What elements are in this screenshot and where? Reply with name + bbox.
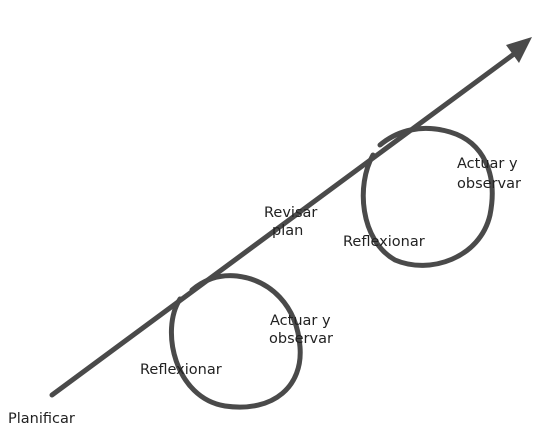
label-revise-line2: plan	[272, 223, 303, 239]
cycle-1-loop	[168, 273, 303, 410]
label-cycle1-reflect: Reflexionar	[140, 362, 222, 378]
label-cycle2-act-line2: observar	[457, 176, 521, 192]
label-cycle1-act-line1: Actuar y	[270, 313, 331, 329]
label-revise-line1: Revisar	[264, 205, 317, 221]
progress-arrow-line	[49, 51, 517, 398]
label-cycle2-act-line1: Actuar y	[457, 156, 518, 172]
label-cycle2-reflect: Reflexionar	[343, 234, 425, 250]
label-planificar: Planificar	[8, 411, 75, 426]
cycle-2-loop	[360, 125, 495, 268]
arrow-head-icon	[506, 37, 532, 63]
label-cycle1-act-line2: observar	[269, 331, 333, 347]
